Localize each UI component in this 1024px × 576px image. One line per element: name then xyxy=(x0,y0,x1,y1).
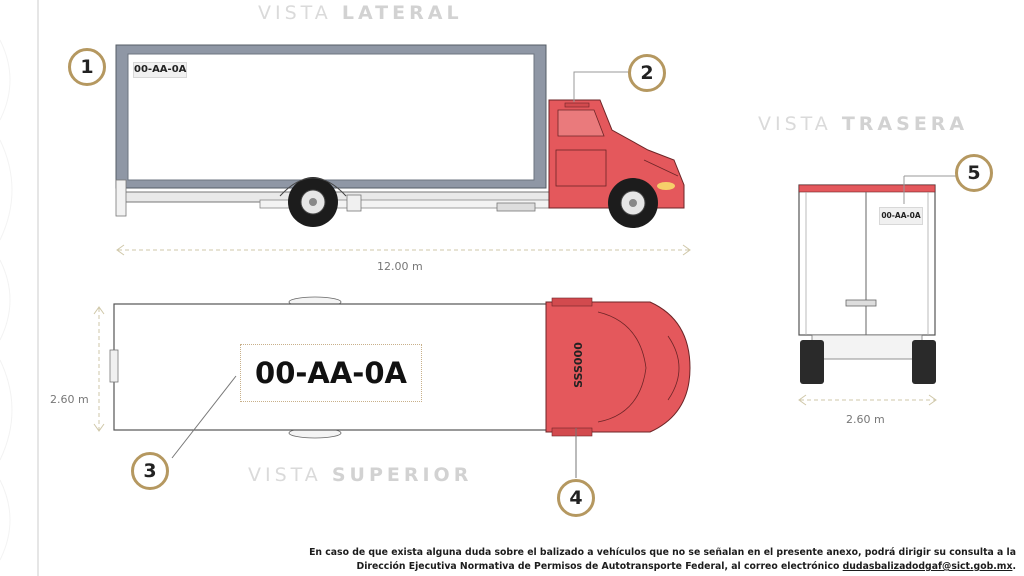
top-view-truck xyxy=(93,296,691,478)
title-prefix: VISTA xyxy=(248,464,322,486)
title-prefix: VISTA xyxy=(258,2,332,24)
marker-2: 2 xyxy=(628,54,666,92)
title-vista-lateral: VISTA LATERAL xyxy=(258,2,463,24)
decorative-pattern xyxy=(0,39,13,561)
cab-roof-plate: SSS000 xyxy=(572,342,585,388)
cab-side xyxy=(548,99,685,209)
footer-text: En caso de que exista alguna duda sobre … xyxy=(309,547,1016,572)
marker-1: 1 xyxy=(68,48,106,86)
side-view-truck xyxy=(115,44,691,256)
title-prefix: VISTA xyxy=(758,113,832,135)
title-vista-superior: VISTA SUPERIOR xyxy=(248,464,472,486)
title-vista-trasera: VISTA TRASERA xyxy=(758,113,968,135)
footer-note: En caso de que exista alguna duda sobre … xyxy=(296,546,1016,574)
cargo-box-top xyxy=(113,303,549,431)
marker-4: 4 xyxy=(557,479,595,517)
title-name: LATERAL xyxy=(341,2,463,24)
cab-top xyxy=(545,301,691,433)
roof-plate: 00-AA-0A xyxy=(240,344,422,402)
rear-plate: 00-AA-0A xyxy=(879,207,923,225)
length-dimension-label: 12.00 m xyxy=(377,260,423,273)
rear-width-dimension-label: 2.60 m xyxy=(846,413,885,426)
side-plate: 00-AA-0A xyxy=(133,62,187,78)
title-name: TRASERA xyxy=(841,113,969,135)
footer-end: . xyxy=(1012,561,1016,572)
marker-5: 5 xyxy=(955,154,993,192)
contact-email-link[interactable]: dudasbalizadodgaf@sict.gob.mx xyxy=(842,561,1013,572)
width-dimension-label: 2.60 m xyxy=(50,393,89,406)
marker-3: 3 xyxy=(131,452,169,490)
title-name: SUPERIOR xyxy=(331,464,473,486)
